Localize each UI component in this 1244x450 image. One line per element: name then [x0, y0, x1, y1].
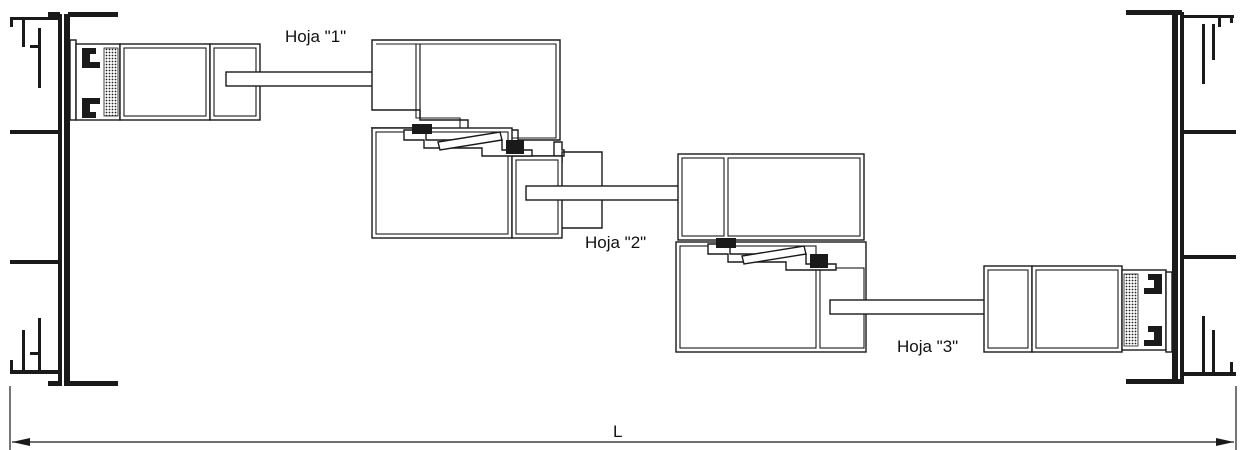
- dimension-line: [9, 386, 1237, 450]
- leaf-3-profile: [675, 238, 1167, 353]
- right-frame-profile: [1126, 10, 1236, 384]
- dimension-label: L: [613, 422, 622, 441]
- leaf-1-profile: [75, 39, 561, 141]
- leaf-2-label: Hoja "2": [585, 233, 646, 252]
- leaf-2-profile: [370, 124, 865, 241]
- leaf-3-label: Hoja "3": [897, 337, 958, 356]
- leaf-1-label: Hoja "1": [285, 27, 346, 46]
- left-frame-profile: [10, 12, 118, 386]
